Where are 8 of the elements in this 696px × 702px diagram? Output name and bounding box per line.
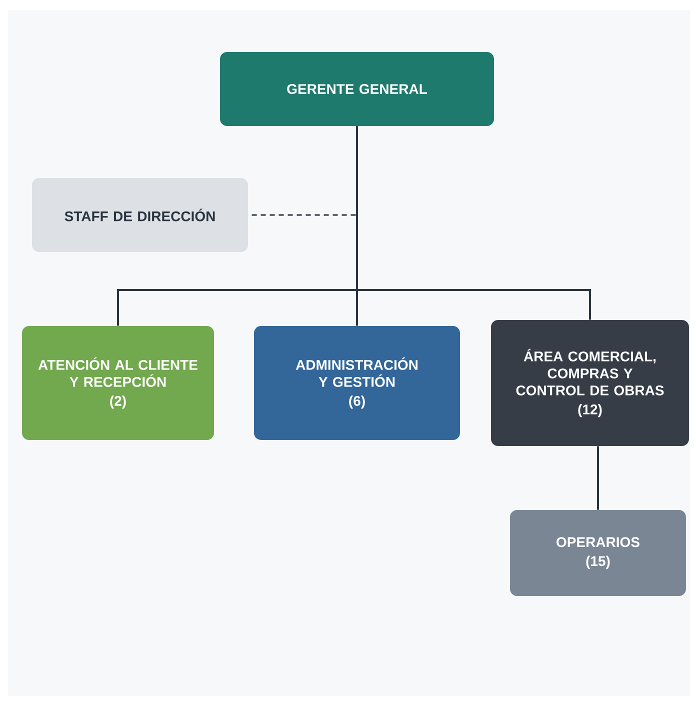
connector-line: [356, 126, 591, 320]
org-box: ÁREA COMERCIAL, COMPRAS Y CONTROL DE OBRAS (12): [491, 320, 689, 446]
org-box: GERENTE GENERAL: [220, 52, 494, 126]
org-box: ADMINISTRACIÓN Y GESTIÓN (6): [254, 326, 460, 440]
org-box: STAFF DE DIRECCIÓN: [32, 178, 248, 252]
connector-line: [597, 446, 599, 510]
org-box: ATENCIÓN AL CLIENTE Y RECEPCIÓN (2): [22, 326, 214, 440]
org-box: OPERARIOS (15): [510, 510, 686, 596]
